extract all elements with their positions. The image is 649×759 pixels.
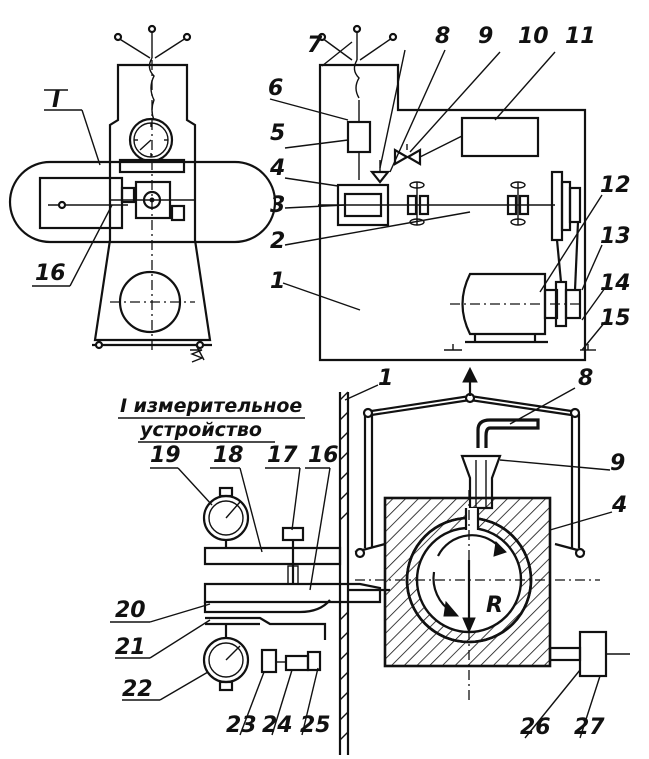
- label-18: 18: [213, 443, 244, 468]
- label-22: 22: [122, 677, 153, 702]
- label-8: 8: [435, 24, 450, 49]
- label-section-mark: I: [52, 88, 60, 113]
- wall-plate: [338, 391, 350, 755]
- label-6: 6: [268, 76, 283, 101]
- measuring-arms: [203, 526, 390, 640]
- bearing-housing: [355, 490, 600, 700]
- label-23: 23: [226, 713, 257, 738]
- label-24: 24: [262, 713, 293, 738]
- front-view: I 16: [8, 24, 277, 363]
- label-1-detail: 1: [378, 366, 393, 391]
- label-20: 20: [115, 598, 146, 623]
- label-12: 12: [600, 173, 631, 198]
- label-5: 5: [270, 121, 285, 146]
- label-9: 9: [478, 24, 493, 49]
- label-2: 2: [270, 229, 285, 254]
- machine-frame: [318, 63, 587, 362]
- column-body: [93, 63, 212, 342]
- label-25: 25: [300, 713, 331, 738]
- power-leads-right: [317, 24, 398, 99]
- label-7: 7: [307, 33, 323, 58]
- coupling-right: [506, 181, 530, 226]
- adjust-screw: [548, 630, 630, 678]
- label-27: 27: [574, 715, 605, 740]
- label-21: 21: [115, 635, 146, 660]
- label-14: 14: [600, 271, 631, 296]
- label-19: 19: [150, 443, 181, 468]
- oval-ring: [8, 160, 277, 244]
- label-4-detail: 4: [611, 493, 627, 518]
- label-11: 11: [565, 24, 596, 49]
- label-4: 4: [269, 156, 285, 181]
- label-13: 13: [600, 224, 631, 249]
- dial-gauge-5: [128, 117, 174, 163]
- label-9-detail: 9: [610, 451, 625, 476]
- label-17: 17: [267, 443, 298, 468]
- label-1: 1: [270, 269, 285, 294]
- dial-gauge-19: [202, 486, 250, 548]
- detail-view: I измерительное устройство: [110, 366, 630, 755]
- label-16-detail: 16: [308, 443, 339, 468]
- label-10: 10: [518, 24, 549, 49]
- label-8-detail: 8: [578, 366, 593, 391]
- label-16-front: 16: [35, 261, 66, 286]
- motor: [450, 272, 585, 344]
- side-view: [269, 24, 606, 362]
- caption-line2: устройство: [140, 419, 262, 441]
- label-26: 26: [520, 715, 551, 740]
- caption-line1: I измерительное: [120, 395, 302, 417]
- dial-gauge-22: [202, 624, 250, 692]
- coupling-left: [406, 181, 430, 226]
- force-label: R: [486, 593, 503, 618]
- label-3: 3: [270, 193, 285, 218]
- label-15: 15: [600, 306, 631, 331]
